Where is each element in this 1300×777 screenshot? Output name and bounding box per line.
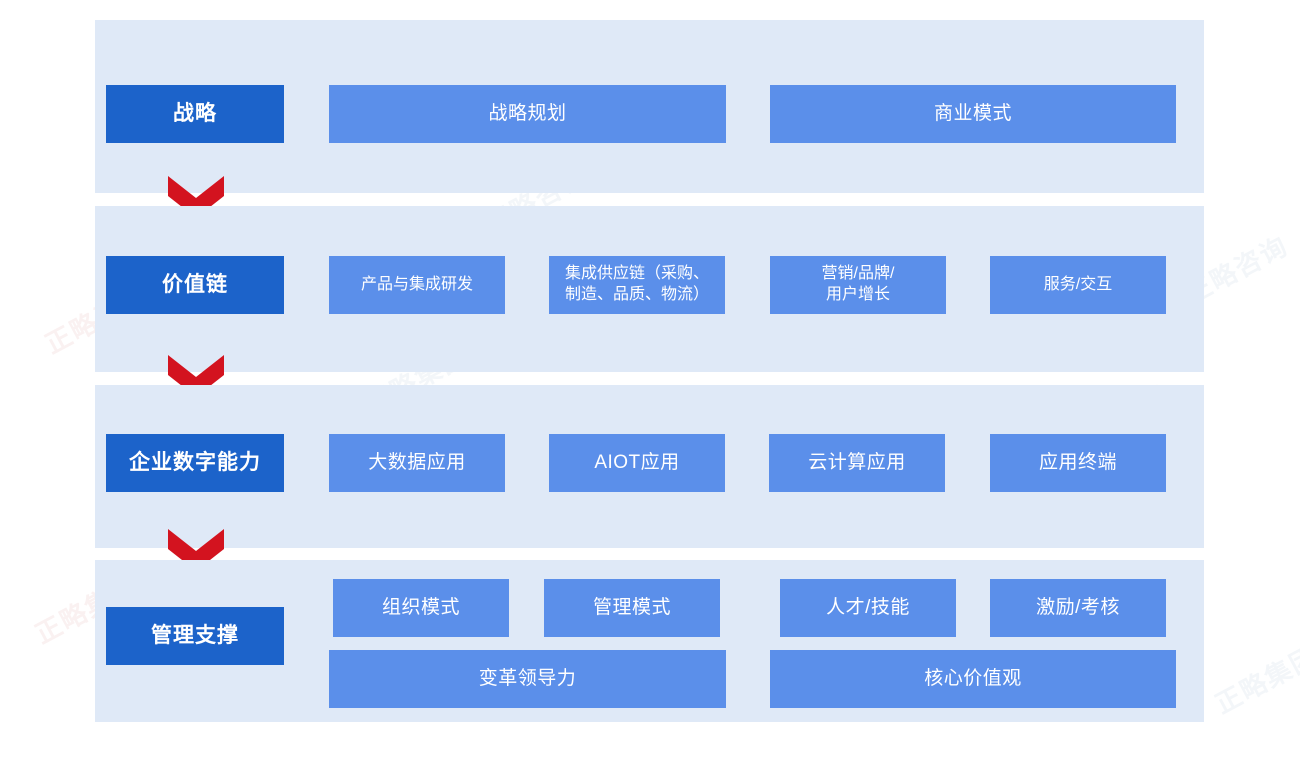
tier-label-digital-capability[interactable]: 企业数字能力 [106, 434, 284, 492]
tier-label-value-chain[interactable]: 价值链 [106, 256, 284, 314]
tier-label-management-support[interactable]: 管理支撑 [106, 607, 284, 665]
watermark-text: 正略集团 [1210, 640, 1300, 720]
cell-change-leadership[interactable]: 变革领导力 [329, 650, 726, 708]
cell-organization-model[interactable]: 组织模式 [333, 579, 509, 637]
cell-management-model[interactable]: 管理模式 [544, 579, 720, 637]
cell-talent-skills[interactable]: 人才/技能 [780, 579, 956, 637]
cell-integrated-supply-chain[interactable]: 集成供应链（采购、 制造、品质、物流） [549, 256, 725, 314]
cell-service-interaction[interactable]: 服务/交互 [990, 256, 1166, 314]
tier-label-strategy[interactable]: 战略 [106, 85, 284, 143]
cell-strategy-planning[interactable]: 战略规划 [329, 85, 726, 143]
cell-marketing-brand-growth[interactable]: 营销/品牌/ 用户增长 [770, 256, 946, 314]
cell-business-model[interactable]: 商业模式 [770, 85, 1176, 143]
cell-cloud-computing-application[interactable]: 云计算应用 [769, 434, 945, 492]
cell-product-rd[interactable]: 产品与集成研发 [329, 256, 505, 314]
cell-incentive-assessment[interactable]: 激励/考核 [990, 579, 1166, 637]
cell-application-terminal[interactable]: 应用终端 [990, 434, 1166, 492]
cell-aiot-application[interactable]: AIOT应用 [549, 434, 725, 492]
cell-core-values[interactable]: 核心价值观 [770, 650, 1176, 708]
cell-big-data-application[interactable]: 大数据应用 [329, 434, 505, 492]
